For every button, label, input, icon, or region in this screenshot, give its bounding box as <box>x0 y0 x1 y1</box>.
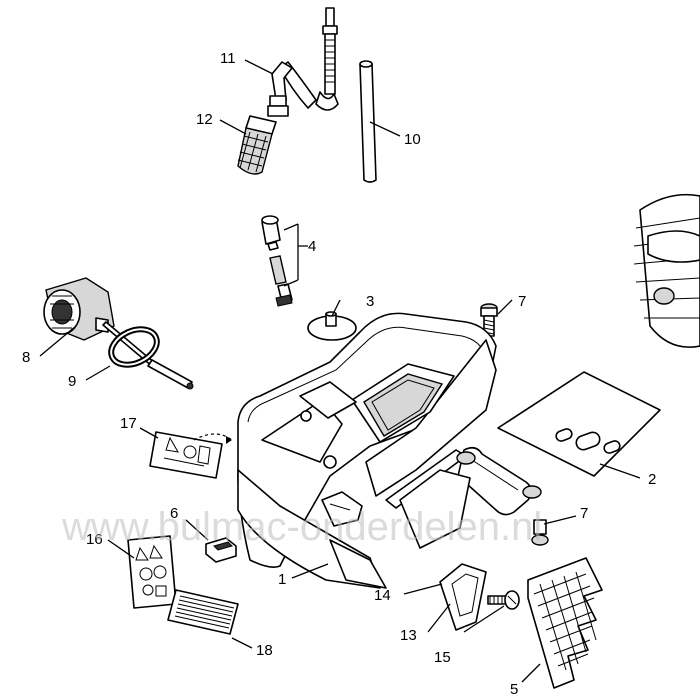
callout-3: 3 <box>366 293 374 310</box>
callout-17: 17 <box>120 415 137 432</box>
part-1-tank-housing <box>237 312 542 589</box>
engine-cylinder-fragment <box>633 193 700 348</box>
callout-9: 9 <box>68 373 76 390</box>
callout-numbers: 11 12 10 4 3 7 8 9 17 2 6 7 16 1 14 13 1… <box>22 50 656 698</box>
part-5-mesh-screen <box>527 557 603 689</box>
part-11-fuel-hose <box>267 7 339 117</box>
callout-2: 2 <box>648 471 656 488</box>
callout-7-lower: 7 <box>580 505 588 522</box>
part-17-warning-label <box>149 431 233 479</box>
leader-lines <box>39 59 641 683</box>
callout-1: 1 <box>278 571 286 588</box>
callout-14: 14 <box>374 587 391 604</box>
part-2-gasket <box>497 371 661 477</box>
part-7-bolt-lower <box>531 519 549 546</box>
callout-5: 5 <box>510 681 518 698</box>
callout-10: 10 <box>404 131 421 148</box>
part-6-nut <box>205 537 237 563</box>
callout-13: 13 <box>400 627 417 644</box>
callout-11: 11 <box>220 50 236 67</box>
callout-15: 15 <box>434 649 451 666</box>
callout-6: 6 <box>170 505 178 522</box>
part-4-valve <box>261 215 293 307</box>
part-9-o-ring <box>108 326 160 368</box>
part-12-fuel-filter <box>237 115 277 175</box>
callout-8: 8 <box>22 349 30 366</box>
callout-16: 16 <box>86 531 103 548</box>
watermark-text: www.bulmac-onderdelen.nl <box>61 505 542 549</box>
part-18-grille-label <box>167 589 239 635</box>
part-10-tube <box>359 60 377 183</box>
callout-7-upper: 7 <box>518 293 526 310</box>
callout-12: 12 <box>196 111 213 128</box>
callout-18: 18 <box>256 642 273 659</box>
part-16-label <box>127 535 177 609</box>
part-15-screw <box>487 590 520 610</box>
part-3-cap <box>307 311 357 341</box>
part-8-oil-pump <box>43 277 194 390</box>
callout-4: 4 <box>308 238 316 255</box>
part-14-clip <box>439 563 487 631</box>
